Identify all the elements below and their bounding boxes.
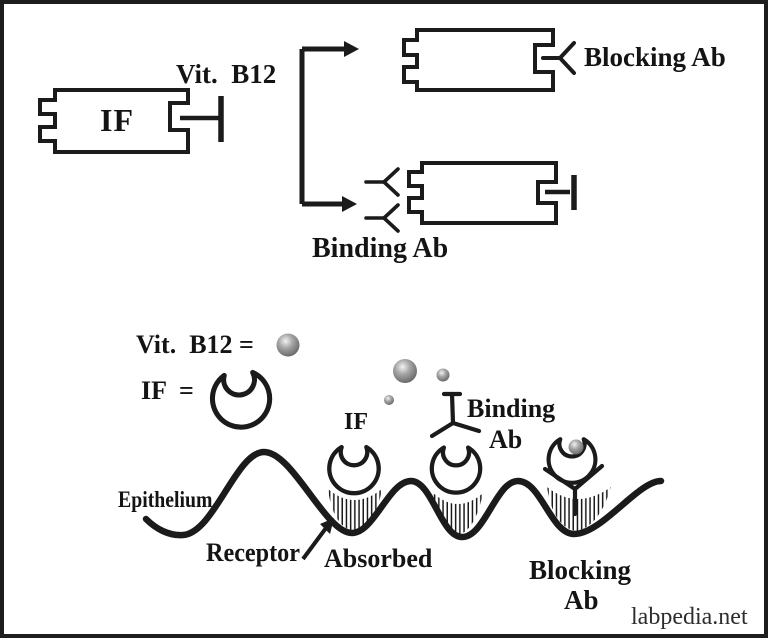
if-box-with-blocking-ab bbox=[402, 28, 576, 92]
blocking-ab-y-icon bbox=[541, 41, 576, 75]
receptor-pointer-arrow bbox=[301, 518, 334, 561]
arrowhead-up-branch bbox=[344, 41, 359, 57]
receptor-hatch-trough-3 bbox=[547, 487, 611, 531]
receptor-label: Receptor bbox=[206, 538, 300, 567]
legend-b12-sphere-icon bbox=[276, 333, 300, 357]
binding-ab-label-top: Binding Ab bbox=[312, 233, 449, 264]
vit-b12-label-top: Vit. B12 bbox=[176, 59, 277, 89]
if-box-label: IF bbox=[100, 102, 134, 138]
legend-if-crescent-icon bbox=[210, 371, 272, 430]
if-crescent-absorbed-2 bbox=[432, 448, 480, 493]
scene-binding-ab-label-1: Binding bbox=[467, 394, 556, 423]
watermark-text: labpedia.net bbox=[631, 604, 748, 630]
blocking-ab-y-scene-icon bbox=[542, 463, 605, 517]
scene-blocking-ab-label-2: Ab bbox=[564, 585, 599, 615]
b12-sphere-in-crescent bbox=[568, 439, 584, 455]
b12-sphere-medium bbox=[393, 359, 417, 383]
vit-b12-symbol-icon-2 bbox=[545, 175, 577, 210]
arrowhead-down-branch bbox=[342, 196, 357, 212]
floating-b12-spheres bbox=[384, 359, 450, 405]
b12-sphere-tiny bbox=[384, 395, 394, 405]
epithelium-label: Epithelium bbox=[118, 487, 213, 512]
absorbed-label: Absorbed bbox=[324, 544, 433, 573]
legend-if-entry: IF = bbox=[141, 376, 194, 405]
scene-binding-ab-label-2: Ab bbox=[489, 425, 523, 454]
if-protein-box bbox=[38, 88, 190, 154]
if-crescent-absorbed-1 bbox=[329, 447, 378, 493]
epithelium-wave-line bbox=[142, 448, 665, 541]
receptor-hatch-areas bbox=[328, 487, 611, 535]
pathway-branch-arrows bbox=[299, 41, 359, 212]
vit-b12-symbol-icon bbox=[180, 96, 224, 142]
if-box-with-binding-ab bbox=[364, 161, 577, 233]
scene-if-label: IF bbox=[344, 409, 368, 435]
binding-ab-y-scene-icon bbox=[429, 391, 482, 439]
binding-ab-y-icons bbox=[364, 167, 400, 233]
blocking-ab-label-top: Blocking Ab bbox=[584, 42, 726, 72]
scene-blocking-ab-label-1: Blocking bbox=[529, 555, 632, 585]
b12-sphere-small bbox=[436, 368, 450, 382]
legend-vit-b12-entry: Vit. B12 = bbox=[136, 330, 254, 359]
